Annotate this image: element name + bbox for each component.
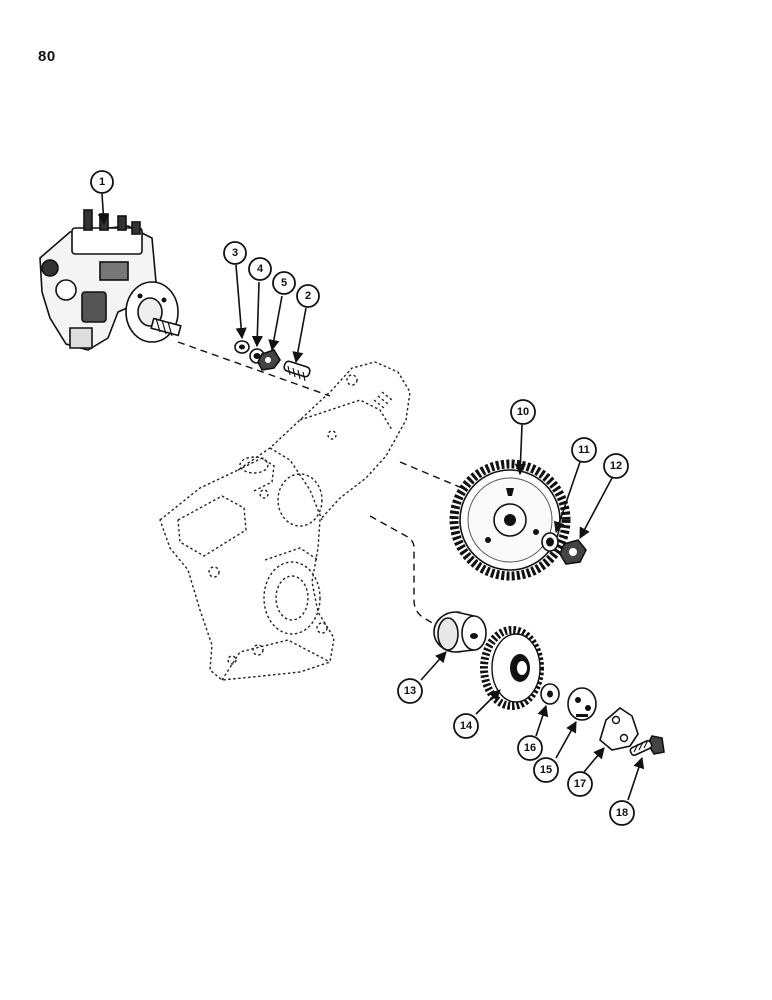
callout-5: 5: [272, 271, 296, 295]
gear-centerline: [399, 461, 463, 489]
nut-3: [234, 340, 250, 354]
svg-text:13: 13: [404, 685, 416, 697]
callout-13: 13: [397, 678, 423, 704]
bolt-18: [629, 735, 665, 757]
callout-4: 4: [248, 257, 272, 281]
svg-text:18: 18: [616, 807, 628, 819]
nut-12: [559, 539, 587, 565]
svg-text:16: 16: [524, 742, 536, 754]
retaining-plate-15: [567, 687, 597, 721]
timing-gear-housing: [159, 361, 411, 681]
injection-pump: [39, 209, 182, 351]
page-number: 80: [38, 48, 56, 65]
pump-drive-gear: [449, 459, 571, 581]
thrust-washer-16: [540, 683, 560, 705]
leader-lines: [97, 193, 645, 801]
lock-plate-17: [599, 706, 639, 751]
svg-text:2: 2: [305, 290, 311, 302]
callout-17: 17: [567, 771, 593, 797]
idler-gear: [480, 626, 544, 710]
hub-centerline: [369, 515, 435, 625]
svg-text:11: 11: [578, 444, 590, 456]
callout-11: 11: [571, 437, 597, 463]
pump-centerline: [177, 341, 331, 397]
callout-18: 18: [609, 800, 635, 826]
callout-2: 2: [296, 284, 320, 308]
callout-14: 14: [453, 713, 479, 739]
callout-3: 3: [223, 241, 247, 265]
callout-10: 10: [510, 399, 536, 425]
svg-text:12: 12: [610, 460, 622, 472]
svg-text:5: 5: [281, 277, 287, 289]
callout-1: 1: [90, 170, 114, 194]
svg-text:10: 10: [517, 406, 529, 418]
svg-text:4: 4: [257, 263, 264, 275]
svg-text:15: 15: [540, 764, 552, 776]
svg-text:14: 14: [460, 720, 473, 732]
svg-text:3: 3: [232, 247, 238, 259]
stud-2: [283, 360, 311, 382]
svg-text:17: 17: [574, 778, 586, 790]
svg-text:1: 1: [99, 176, 105, 188]
idler-hub: [433, 611, 487, 653]
callout-12: 12: [603, 453, 629, 479]
lock-washer-11: [541, 532, 559, 552]
callout-16: 16: [517, 735, 543, 761]
callout-15: 15: [533, 757, 559, 783]
